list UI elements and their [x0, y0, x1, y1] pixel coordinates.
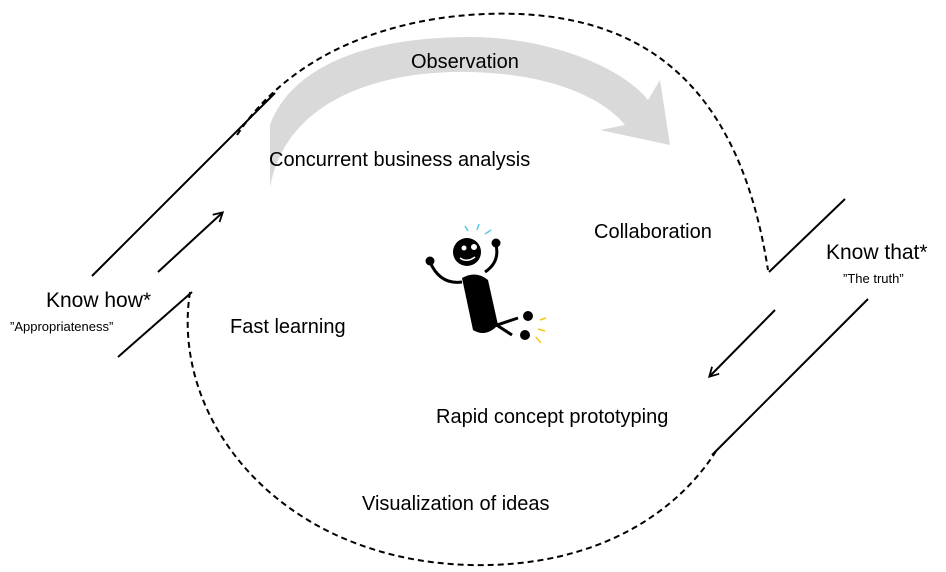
collaboration-label: Collaboration	[594, 221, 712, 243]
observation-label: Observation	[411, 51, 519, 73]
know-how-short-line	[117, 291, 193, 358]
rapid-concept-prototyping-label: Rapid concept prototyping	[436, 406, 669, 428]
concurrent-business-analysis-label: Concurrent business analysis	[269, 149, 531, 171]
know-that-short-line	[768, 198, 846, 273]
know-that-arrow	[707, 309, 776, 379]
know-how-arrow	[157, 211, 225, 273]
visualization-of-ideas-label: Visualization of ideas	[362, 493, 550, 515]
know-that-sublabel: ”The truth”	[843, 271, 904, 286]
fast-learning-label: Fast learning	[230, 316, 346, 338]
running-stick-figure-icon	[425, 223, 547, 344]
know-how-sublabel: ”Appropriateness”	[10, 319, 114, 334]
top-dashed-arc	[236, 12, 769, 271]
observation-curved-arrow	[270, 37, 670, 188]
know-that-long-line	[711, 298, 869, 456]
bottom-dashed-arc	[186, 291, 719, 567]
know-that-label: Know that*	[826, 241, 928, 264]
know-how-label: Know how*	[46, 289, 152, 312]
know-how-long-line	[91, 92, 276, 277]
